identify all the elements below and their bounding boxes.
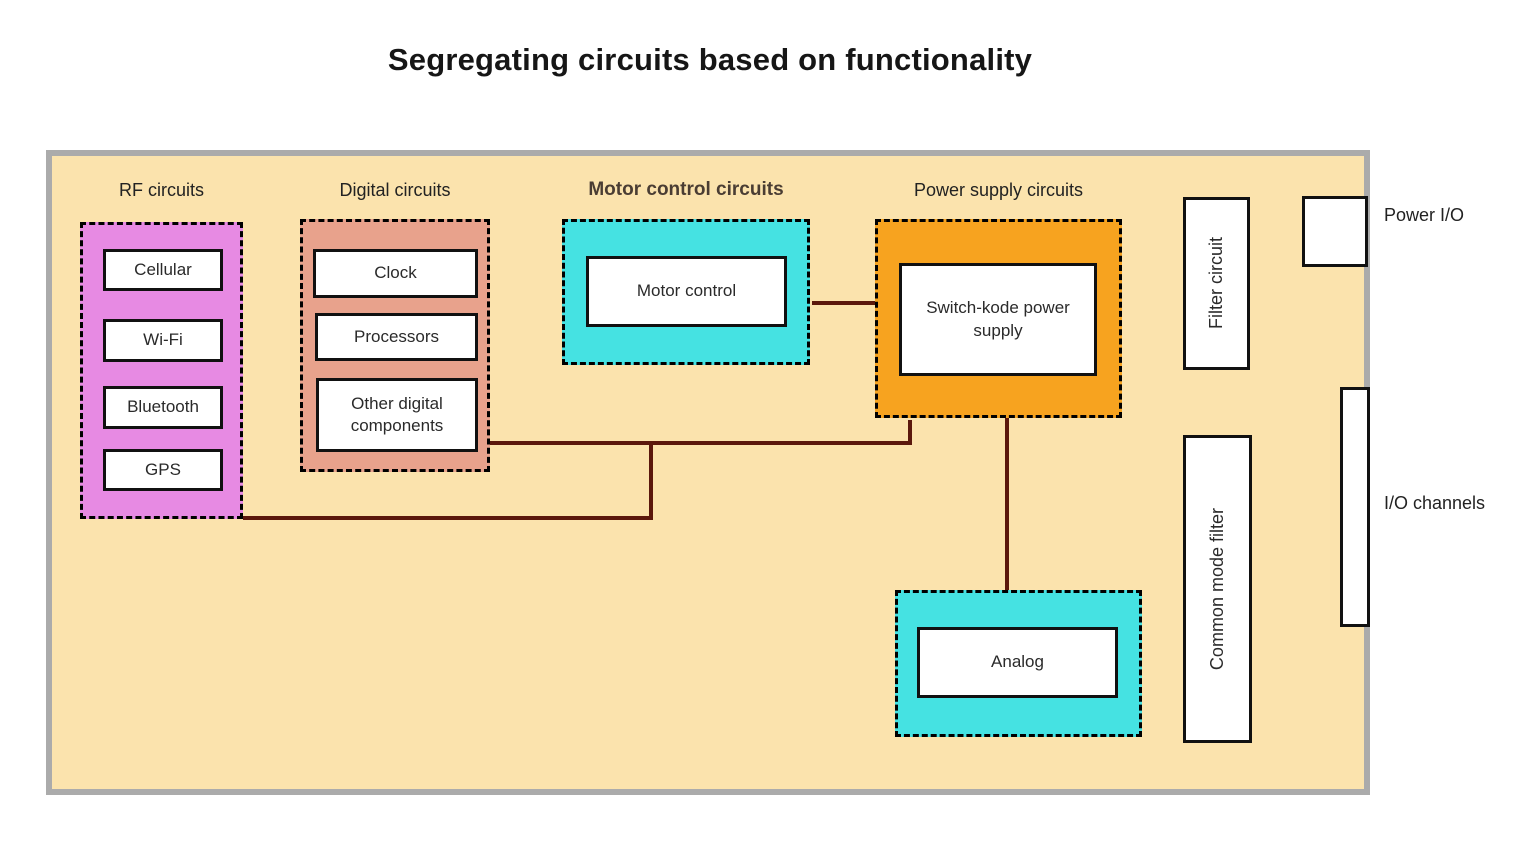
connector-digital-to-power-vertical [908, 420, 912, 445]
block-processors: Processors [315, 313, 478, 361]
block-wifi: Wi-Fi [103, 319, 223, 362]
connector-power-to-analog [1005, 418, 1009, 592]
connector-motor-to-power [812, 301, 877, 305]
filter-circuit-label: Filter circuit [1206, 237, 1226, 330]
digital-group-label: Digital circuits [339, 180, 451, 200]
connector-rf-horizontal [243, 516, 653, 520]
connector-digital-to-power-horizontal [482, 441, 912, 445]
diagram-title: Segregating circuits based on functional… [387, 42, 1033, 77]
digital-group-box: Clock Processors Other digital component… [300, 219, 490, 472]
block-gps: GPS [103, 449, 223, 491]
io-channels-label: I/O channels [1384, 493, 1486, 513]
analog-group-box: Analog [895, 590, 1142, 737]
connector-rf-vertical [649, 443, 653, 520]
power-group-box: Switch-kode power supply [875, 219, 1122, 418]
motor-group-label: Motor control circuits [588, 179, 784, 200]
common-mode-filter-box: Common mode filter [1183, 435, 1252, 743]
block-other-digital: Other digital components [316, 378, 478, 452]
block-analog: Analog [917, 627, 1118, 698]
block-motor-control: Motor control [586, 256, 787, 327]
power-group-label: Power supply circuits [913, 180, 1084, 200]
block-clock: Clock [313, 249, 478, 298]
block-bluetooth: Bluetooth [103, 386, 223, 429]
common-mode-filter-label: Common mode filter [1207, 507, 1227, 671]
io-channels-box [1340, 387, 1370, 627]
block-switch-mode-power-supply: Switch-kode power supply [899, 263, 1097, 376]
rf-group-label: RF circuits [119, 180, 204, 200]
rf-group-box: Cellular Wi-Fi Bluetooth GPS [80, 222, 243, 519]
filter-circuit-box: Filter circuit [1183, 197, 1250, 370]
block-cellular: Cellular [103, 249, 223, 291]
power-io-box [1302, 196, 1368, 267]
motor-group-box: Motor control [562, 219, 810, 365]
power-io-label: Power I/O [1384, 205, 1465, 225]
